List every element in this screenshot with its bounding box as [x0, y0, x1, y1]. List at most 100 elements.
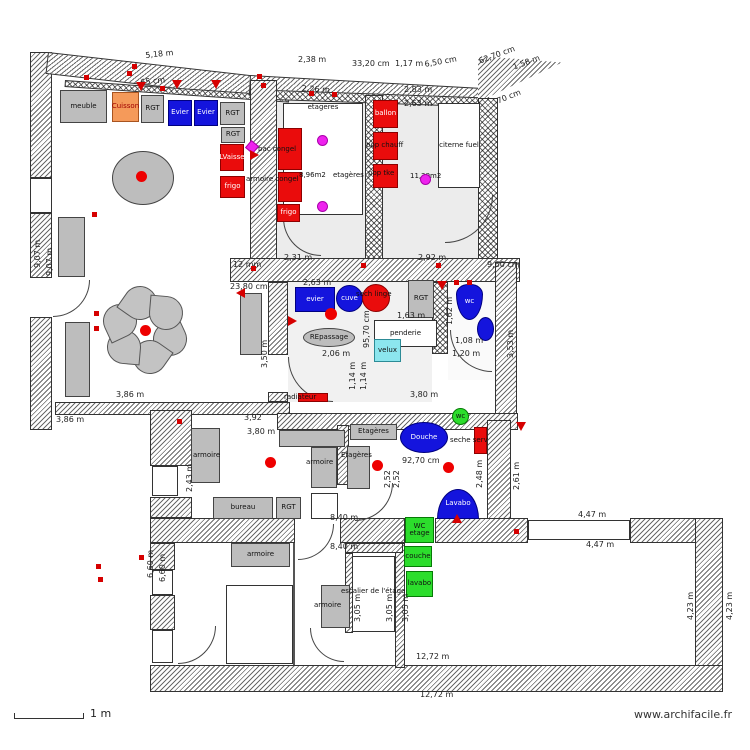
- furniture-floating-label: seche serv: [450, 436, 488, 444]
- dimension-label: 2,38 m: [298, 55, 327, 64]
- furniture-block[interactable]: [373, 132, 398, 160]
- furniture-floating-label: sech linge: [356, 290, 392, 298]
- furniture-label: Etagères: [358, 427, 389, 436]
- window: [152, 466, 178, 496]
- furniture-block[interactable]: [321, 585, 350, 628]
- furniture-label: RGT: [145, 104, 160, 113]
- furniture-block[interactable]: [58, 217, 85, 277]
- furniture-block[interactable]: [352, 556, 395, 632]
- furniture-armoire[interactable]: armoire: [231, 543, 290, 567]
- door-arc[interactable]: [53, 280, 90, 317]
- furniture-rgt[interactable]: RGT: [221, 127, 245, 143]
- furniture-frigo[interactable]: frigo: [277, 204, 300, 222]
- outlet-marker: [251, 266, 256, 271]
- furniture-block[interactable]: [226, 585, 293, 664]
- furniture-evier[interactable]: Evier: [194, 100, 218, 126]
- window: [30, 178, 52, 213]
- furniture-evier[interactable]: Evier: [168, 100, 192, 126]
- red-dot-marker: [135, 170, 147, 182]
- dimension-label: 33,20 cm: [352, 59, 390, 68]
- furniture-block[interactable]: [347, 446, 370, 489]
- wall-segment: [268, 282, 288, 355]
- dimension-label: 4,47 m: [586, 540, 615, 549]
- furniture-frigo[interactable]: frigo: [220, 176, 245, 198]
- dimension-label: 4,47 m: [578, 510, 607, 519]
- furniture-cuisson[interactable]: Cuisson: [112, 92, 139, 122]
- furniture-repassage[interactable]: REpassage: [303, 328, 355, 347]
- outlet-marker: [139, 555, 144, 560]
- furniture-block[interactable]: [311, 493, 338, 519]
- wall-segment: [345, 543, 403, 553]
- dimension-label: 92,70 cm: [402, 456, 440, 465]
- furniture-block[interactable]: [474, 427, 487, 454]
- furniture-floating-label: Etagères: [341, 451, 372, 459]
- dimension-label: 2,48 m: [475, 459, 484, 488]
- furniture-floating-label: bac congel: [258, 145, 297, 153]
- dimension-label: 2,92 m: [418, 253, 447, 262]
- dimension-label: 12,72 m: [420, 690, 454, 699]
- wall-segment: [630, 518, 696, 543]
- furniture-rgt[interactable]: RGT: [141, 95, 164, 123]
- furniture-douche[interactable]: Douche: [400, 422, 448, 453]
- furniture-bureau[interactable]: bureau: [213, 497, 273, 519]
- wall-segment: [150, 497, 192, 518]
- outlet-marker: [332, 92, 337, 97]
- furniture-velux[interactable]: velux: [374, 339, 401, 362]
- wall-segment: [150, 518, 295, 543]
- furniture-block[interactable]: [311, 447, 337, 488]
- furniture-label: REpassage: [309, 332, 349, 341]
- outlet-marker: [132, 64, 137, 69]
- furniture-block[interactable]: [362, 284, 390, 312]
- red-dot-marker: [325, 308, 337, 320]
- furniture-label: frigo: [280, 208, 297, 217]
- arrow-marker: [236, 288, 245, 298]
- outlet-marker: [436, 263, 441, 268]
- outlet-marker: [454, 280, 459, 285]
- furniture-block[interactable]: [278, 172, 302, 202]
- furniture-block[interactable]: [278, 128, 302, 170]
- outlet-marker: [98, 577, 103, 582]
- furniture-floating-label: pop tke: [368, 169, 395, 177]
- window: [152, 570, 173, 595]
- website-link[interactable]: www.archifacile.fr: [633, 708, 732, 721]
- furniture-block[interactable]: [298, 393, 328, 402]
- outlet-marker: [94, 311, 99, 316]
- furniture-etag-res[interactable]: Etagères: [350, 424, 397, 440]
- furniture-block[interactable]: [279, 430, 345, 447]
- furniture-block[interactable]: [477, 317, 494, 341]
- furniture-block[interactable]: [191, 428, 220, 483]
- dimension-label: 2,31 m: [284, 253, 313, 262]
- furniture-citerne-fuel[interactable]: citerne fuel: [438, 103, 480, 188]
- furniture-meuble[interactable]: meuble: [60, 90, 107, 123]
- room-floor: [405, 543, 695, 665]
- wall-segment: [150, 595, 175, 630]
- dimension-label: 2,43 m: [185, 463, 194, 492]
- furniture-block[interactable]: [373, 164, 398, 188]
- outlet-marker: [160, 86, 165, 91]
- wall-segment: [250, 80, 277, 262]
- dimension-label: 3,05 m: [353, 593, 362, 622]
- dimension-label: 3,80 m: [410, 390, 439, 399]
- furniture-label: couche: [405, 551, 431, 560]
- furniture-block[interactable]: [65, 322, 90, 397]
- furniture-label: frigo: [224, 182, 241, 191]
- furniture-block[interactable]: [240, 293, 262, 355]
- furniture-label: wc: [464, 297, 475, 306]
- furniture-wc-etage[interactable]: WC etage: [405, 517, 434, 543]
- furniture-ballon[interactable]: ballon: [373, 100, 398, 128]
- dimension-label: 8,40 m: [330, 542, 359, 551]
- furniture-label: penderie: [389, 328, 422, 337]
- magenta-marker: [317, 201, 328, 212]
- dimension-label: 1,08 m: [455, 336, 484, 345]
- furniture-couche[interactable]: couche: [404, 546, 432, 567]
- outlet-marker: [84, 75, 89, 80]
- furniture-wc[interactable]: wc: [452, 408, 469, 425]
- furniture-lvaisse[interactable]: LVaisse: [219, 144, 245, 171]
- furniture-label: citerne fuel: [439, 140, 479, 149]
- furniture-rgt[interactable]: RGT: [276, 497, 301, 519]
- dimension-label: 2,83 m: [404, 85, 433, 94]
- dimension-label: 2,52: [383, 470, 392, 488]
- furniture-rgt[interactable]: RGT: [220, 102, 245, 125]
- furniture-lavabo[interactable]: lavabo: [406, 571, 433, 597]
- dimension-label: 1,62 m: [445, 296, 454, 325]
